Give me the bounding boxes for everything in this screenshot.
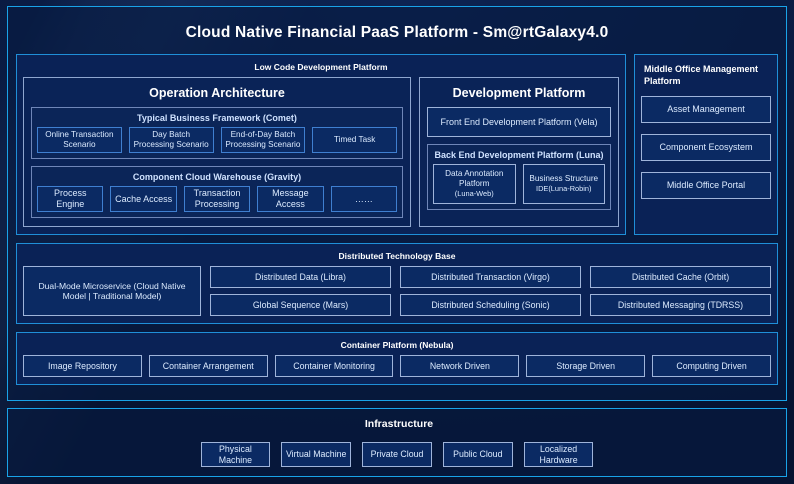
gravity-box-row: Process Engine Cache Access Transaction … (37, 186, 398, 212)
box-container-monitoring[interactable]: Container Monitoring (274, 355, 394, 377)
box-process-engine[interactable]: Process Engine (37, 186, 104, 212)
box-data-annotation-platform-detail: (Luna-Web) (454, 189, 494, 199)
box-distributed-messaging[interactable]: Distributed Messaging (TDRSS) (590, 294, 771, 316)
container-platform-box-row: Image Repository Container Arrangement C… (23, 355, 771, 377)
distributed-technology-base-section: Distributed Technology Base Dual-Mode Mi… (16, 243, 778, 324)
infrastructure-panel: Infrastructure Physical Machine Virtual … (7, 408, 787, 477)
infrastructure-box-row: Physical Machine Virtual Machine Private… (200, 442, 594, 467)
box-day-batch-processing-scenario[interactable]: Day Batch Processing Scenario (128, 127, 214, 153)
operation-architecture-panel: Operation Architecture Typical Business … (23, 77, 411, 227)
back-end-development-platform-subsection: Back End Development Platform (Luna) Dat… (427, 144, 611, 210)
middle-office-title: Middle Office Management Platform (644, 64, 759, 87)
box-asset-management[interactable]: Asset Management (641, 96, 771, 124)
box-private-cloud[interactable]: Private Cloud (362, 442, 432, 467)
middle-office-management-platform-section: Middle Office Management Platform Asset … (634, 54, 778, 235)
dtb-column-1: Distributed Data (Libra) Global Sequence… (210, 266, 391, 316)
comet-title: Typical Business Framework (Comet) (137, 113, 297, 123)
container-platform-title: Container Platform (Nebula) (340, 340, 454, 350)
box-physical-machine[interactable]: Physical Machine (200, 442, 271, 467)
low-code-development-platform-section: Low Code Development Platform Operation … (16, 54, 626, 235)
box-network-driven[interactable]: Network Driven (400, 355, 520, 377)
typical-business-framework-subsection: Typical Business Framework (Comet) Onlin… (31, 107, 403, 159)
box-distributed-cache[interactable]: Distributed Cache (Orbit) (590, 266, 771, 288)
dtb-section-title: Distributed Technology Base (338, 251, 456, 261)
box-storage-driven[interactable]: Storage Driven (526, 355, 646, 377)
box-front-end-development-platform[interactable]: Front End Development Platform (Vela) (427, 107, 611, 137)
low-code-section-title: Low Code Development Platform (254, 62, 388, 72)
box-computing-driven[interactable]: Computing Driven (652, 355, 771, 377)
back-end-title: Back End Development Platform (Luna) (434, 150, 604, 160)
box-data-annotation-platform-name: Data Annotation Platform (445, 169, 504, 189)
box-global-sequence[interactable]: Global Sequence (Mars) (210, 294, 391, 316)
box-container-arrangement[interactable]: Container Arrangement (148, 355, 268, 377)
box-dual-mode-microservice[interactable]: Dual-Mode Microservice (Cloud Native Mod… (23, 266, 201, 316)
box-transaction-processing[interactable]: Transaction Processing (183, 186, 251, 212)
dtb-primary-wrap: Dual-Mode Microservice (Cloud Native Mod… (23, 266, 201, 316)
box-business-structure-ide[interactable]: Business Structure IDE(Luna-Robin) (522, 164, 605, 204)
box-distributed-data[interactable]: Distributed Data (Libra) (210, 266, 391, 288)
box-middle-office-portal[interactable]: Middle Office Portal (641, 172, 771, 200)
top-region: Low Code Development Platform Operation … (16, 54, 778, 235)
box-online-transaction-scenario[interactable]: Online Transaction Scenario (37, 127, 122, 153)
box-image-repository[interactable]: Image Repository (23, 355, 142, 377)
container-platform-section: Container Platform (Nebula) Image Reposi… (16, 332, 778, 385)
operation-architecture-heading: Operation Architecture (149, 86, 285, 100)
box-public-cloud[interactable]: Public Cloud (442, 442, 513, 467)
gravity-title: Component Cloud Warehouse (Gravity) (132, 172, 302, 182)
dtb-column-3: Distributed Cache (Orbit) Distributed Me… (590, 266, 771, 316)
box-distributed-scheduling[interactable]: Distributed Scheduling (Sonic) (400, 294, 581, 316)
dtb-column-2: Distributed Transaction (Virgo) Distribu… (400, 266, 581, 316)
box-virtual-machine[interactable]: Virtual Machine (281, 442, 352, 467)
box-distributed-transaction[interactable]: Distributed Transaction (Virgo) (400, 266, 581, 288)
box-component-ecosystem[interactable]: Component Ecosystem (641, 134, 771, 162)
component-cloud-warehouse-subsection: Component Cloud Warehouse (Gravity) Proc… (31, 166, 403, 218)
box-data-annotation-platform[interactable]: Data Annotation Platform (Luna-Web) (433, 164, 516, 204)
box-business-structure-name: Business Structure (529, 174, 599, 184)
main-platform-panel: Cloud Native Financial PaaS Platform - S… (7, 6, 787, 401)
box-end-of-day-batch-processing-scenario[interactable]: End-of-Day Batch Processing Scenario (220, 127, 306, 153)
middle-office-box-list: Asset Management Component Ecosystem Mid… (641, 96, 771, 200)
back-end-box-row: Data Annotation Platform (Luna-Web) Busi… (433, 164, 605, 204)
box-more-ellipsis[interactable]: …… (330, 186, 398, 212)
dtb-body: Dual-Mode Microservice (Cloud Native Mod… (23, 266, 771, 316)
dtb-grid: Distributed Data (Libra) Global Sequence… (210, 266, 771, 316)
box-business-structure-detail: IDE(Luna-Robin) (536, 184, 592, 194)
box-cache-access[interactable]: Cache Access (110, 186, 177, 212)
page-title: Cloud Native Financial PaaS Platform - S… (185, 24, 609, 41)
low-code-inner: Operation Architecture Typical Business … (23, 77, 619, 227)
box-timed-task[interactable]: Timed Task (312, 127, 397, 153)
box-message-access[interactable]: Message Access (257, 186, 324, 212)
box-localized-hardware[interactable]: Localized Hardware (523, 442, 594, 467)
development-platform-heading: Development Platform (452, 86, 586, 100)
comet-box-row: Online Transaction Scenario Day Batch Pr… (37, 127, 397, 153)
infrastructure-label: Infrastructure (364, 418, 434, 430)
development-platform-panel: Development Platform Front End Developme… (419, 77, 619, 227)
